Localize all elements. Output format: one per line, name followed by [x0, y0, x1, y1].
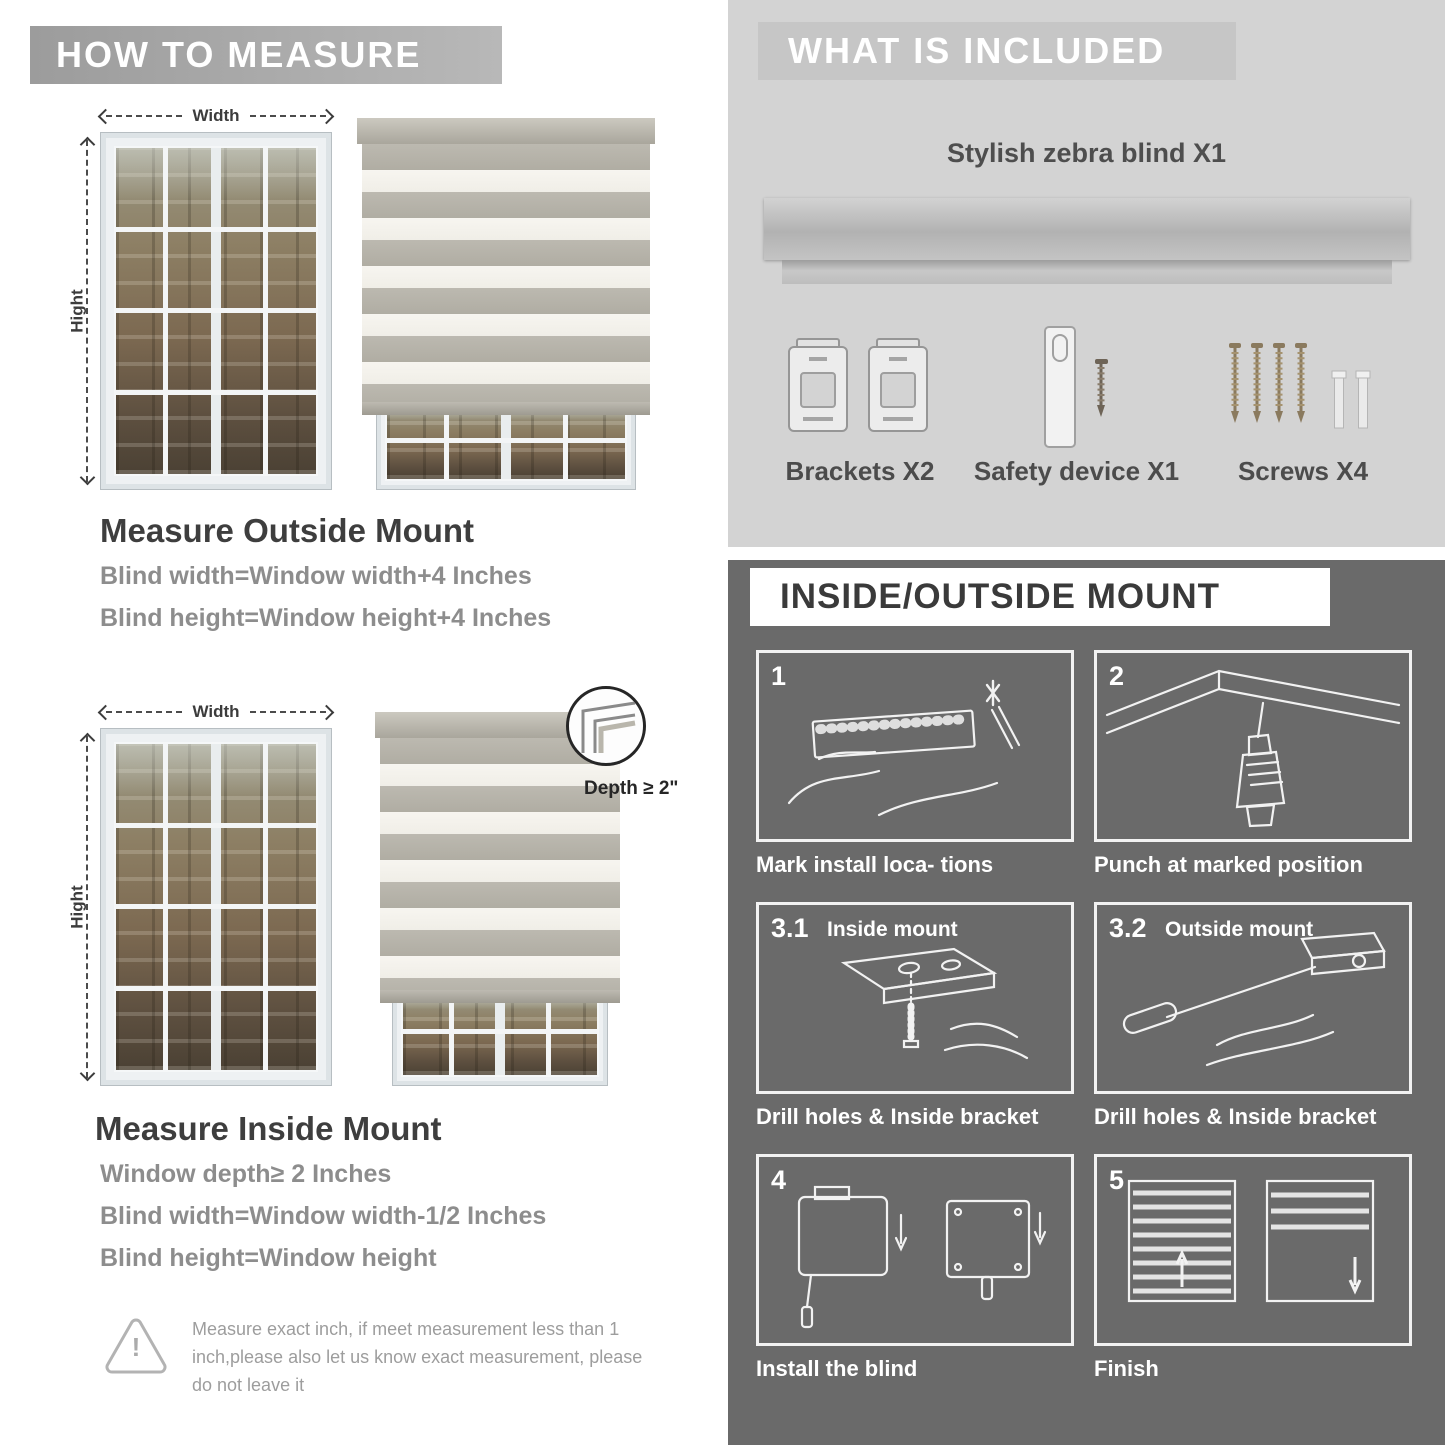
inside-height-formula: Blind height=Window height — [100, 1244, 437, 1272]
step-4-caption: Install the blind — [756, 1356, 918, 1381]
window-muntin — [116, 226, 316, 232]
brackets-label: Brackets X2 — [785, 456, 935, 486]
step-2-caption: Punch at marked position — [1094, 852, 1363, 877]
step-1-caption: Mark install loca- tions — [756, 852, 994, 877]
inside-mount-heading: Measure Inside Mount — [95, 1110, 442, 1147]
window-center-divider — [495, 997, 505, 1075]
headrail-lip — [782, 260, 1392, 284]
step-5-number: 5 — [1109, 1165, 1125, 1195]
headrail-image — [764, 198, 1410, 260]
warning-note: ! Measure exact inch, if meet measuremen… — [104, 1316, 644, 1400]
window-diagram-outside — [100, 132, 332, 490]
zebra-blind-diagram-inside — [375, 712, 625, 1086]
step-3-1-number: 3.1 — [771, 913, 809, 943]
included-items: Brackets X2 — [770, 324, 1403, 487]
included-banner: WHAT IS INCLUDED — [758, 22, 1236, 80]
safety-device-icon — [1017, 324, 1137, 452]
window-diagram-inside — [100, 728, 332, 1086]
step-2-number: 2 — [1109, 661, 1125, 691]
height-label: Hight — [67, 289, 87, 333]
depth-callout-label: Depth ≥ 2" — [584, 778, 679, 799]
inside-depth-rule: Window depth≥ 2 Inches — [100, 1160, 392, 1188]
width-arrow: Width — [100, 702, 332, 722]
brackets-icon — [785, 324, 935, 452]
screws-icon — [1222, 324, 1384, 452]
blind-bottom-rail — [362, 402, 650, 415]
warning-triangle-icon: ! — [104, 1316, 168, 1374]
step-1-box: 1 — [756, 650, 1074, 842]
window-muntin — [562, 409, 568, 479]
step-3-2-caption: Drill holes & Inside bracket — [1094, 1104, 1377, 1129]
step-3-1-title: Inside mount — [827, 918, 958, 941]
width-arrow: Width — [100, 106, 332, 126]
step-3-1-box: 3.1 Inside mount — [756, 902, 1074, 1094]
window-muntin — [387, 437, 625, 443]
width-arrow-line — [249, 711, 326, 713]
window-muntin — [403, 1029, 597, 1035]
included-section: WHAT IS INCLUDED Stylish zebra blind X1 — [728, 0, 1445, 547]
window-glass — [401, 995, 599, 1077]
mount-banner: INSIDE/OUTSIDE MOUNT — [750, 568, 1330, 626]
blind-stripes — [380, 738, 620, 990]
included-item-safety-device: Safety device X1 — [967, 324, 1187, 487]
width-arrow-line — [106, 711, 183, 713]
screws-label: Screws X4 — [1237, 456, 1369, 486]
step-3-1-caption: Drill holes & Inside bracket — [756, 1104, 1039, 1129]
step-3-2-number: 3.2 — [1109, 913, 1147, 943]
step-3-2-outside-bracket-illustration — [1122, 931, 1386, 1067]
step-5-finish-illustration — [1127, 1179, 1375, 1303]
step-5-box: 5 — [1094, 1154, 1412, 1346]
blind-cassette — [357, 118, 655, 144]
width-label: Width — [192, 702, 240, 721]
step-1-number: 1 — [771, 661, 787, 691]
window-muntin — [116, 904, 316, 909]
height-arrow: Hight — [68, 736, 88, 1078]
depth-callout-circle — [566, 686, 646, 766]
step-2-drill-illustration — [1105, 669, 1401, 828]
width-arrow-line — [249, 115, 326, 117]
zebra-blind-diagram-outside — [357, 118, 655, 490]
step-1-mark-illustration — [787, 679, 1021, 817]
window-glass — [114, 146, 318, 476]
outside-mount-heading: Measure Outside Mount — [100, 512, 475, 549]
window-muntin — [116, 389, 316, 395]
mount-section: INSIDE/OUTSIDE MOUNT 1 — [728, 560, 1445, 1445]
width-arrow-line — [106, 115, 183, 117]
blind-stripes — [362, 144, 650, 402]
safety-device-label: Safety device X1 — [973, 456, 1180, 486]
step-3-2-box: 3.2 Outside mount — [1094, 902, 1412, 1094]
frame-corner-zoom-illustration — [581, 701, 636, 753]
included-item-screws: Screws X4 — [1203, 324, 1403, 487]
outside-width-formula: Blind width=Window width+4 Inches — [100, 562, 532, 590]
inside-width-formula: Blind width=Window width-1/2 Inches — [100, 1202, 547, 1230]
blind-product-label: Stylish zebra blind X1 — [946, 138, 1227, 168]
window-muntin — [116, 985, 316, 991]
included-item-brackets: Brackets X2 — [770, 324, 950, 487]
height-label: Hight — [67, 885, 87, 929]
width-label: Width — [192, 106, 240, 125]
step-2-box: 2 — [1094, 650, 1412, 842]
window-muntin — [116, 308, 316, 313]
warning-text: Measure exact inch, if meet measurement … — [192, 1319, 643, 1395]
window-center-divider — [501, 409, 511, 479]
window-muntin — [443, 409, 449, 479]
step-3-1-inside-bracket-illustration — [840, 947, 1029, 1060]
warning-exclaim: ! — [131, 1332, 141, 1362]
step-4-box: 4 — [756, 1154, 1074, 1346]
step-4-number: 4 — [771, 1165, 787, 1195]
step-3-2-title: Outside mount — [1165, 918, 1314, 941]
outside-height-formula: Blind height=Window height+4 Inches — [100, 604, 552, 632]
window-muntin — [545, 997, 551, 1075]
window-muntin — [448, 997, 454, 1075]
blind-bottom-rail — [380, 990, 620, 1003]
window-glass — [385, 407, 627, 481]
window-muntin — [116, 822, 316, 828]
step-4-install-illustration — [797, 1185, 1047, 1329]
window-glass — [114, 742, 318, 1072]
height-arrow: Hight — [68, 140, 88, 482]
step-5-caption: Finish — [1094, 1356, 1159, 1381]
how-to-measure-banner: HOW TO MEASURE — [30, 26, 502, 84]
